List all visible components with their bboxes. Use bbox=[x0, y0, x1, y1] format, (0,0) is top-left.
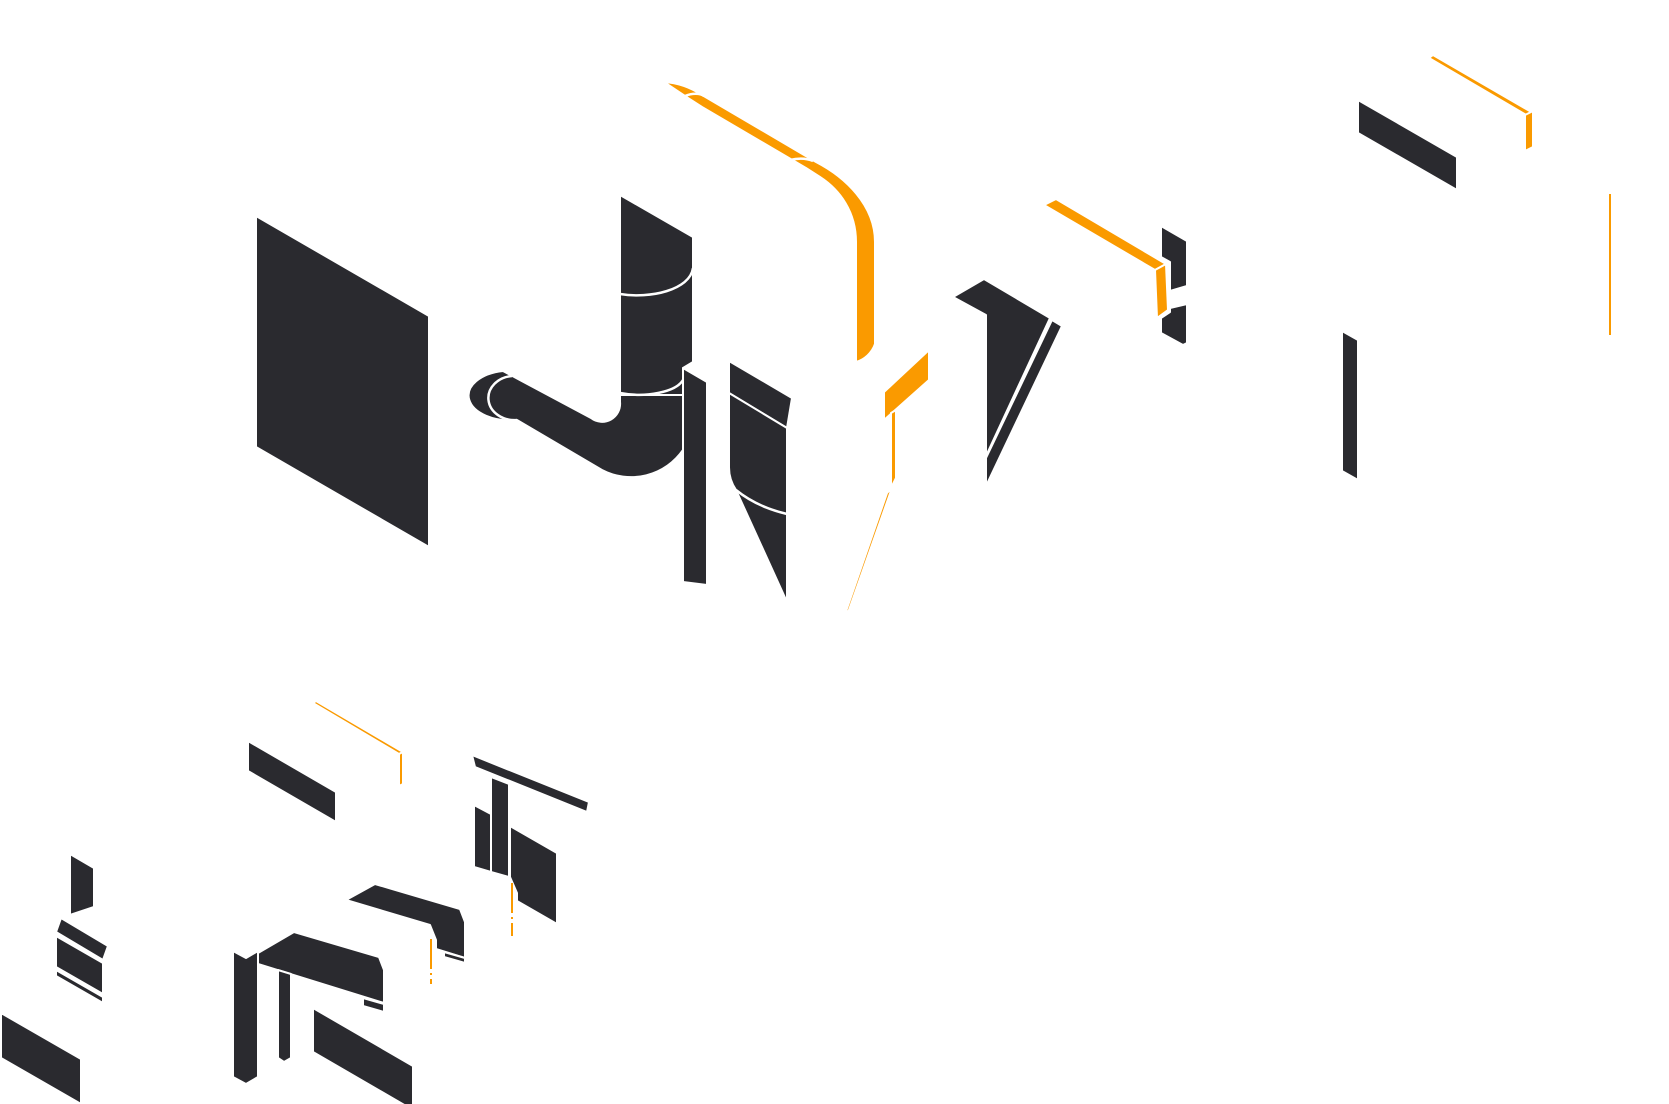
tilted-plank bbox=[1357, 99, 1458, 191]
j-pipe-seam-upper bbox=[619, 267, 695, 297]
bench-top-lower bbox=[257, 931, 385, 1004]
orange-diagonal-strip bbox=[843, 487, 893, 618]
tall-post bbox=[682, 367, 708, 586]
bench-leg-lower bbox=[362, 997, 385, 1013]
small-block-a bbox=[69, 853, 95, 916]
long-slanted-bar bbox=[471, 754, 590, 813]
bench-top-upper bbox=[345, 883, 466, 959]
orange-thin-slab-end bbox=[1524, 110, 1534, 152]
small-wedge-b bbox=[55, 917, 109, 961]
orange-small-slab-end bbox=[398, 751, 404, 787]
notched-post bbox=[1160, 225, 1188, 346]
orange-wedge-block bbox=[883, 349, 930, 421]
slanted-cylinder-seam bbox=[735, 489, 788, 516]
stacked-bar-b bbox=[490, 776, 510, 878]
stacked-bar-c bbox=[509, 825, 558, 925]
j-pipe-elbow bbox=[467, 370, 684, 479]
j-pipe-elbow-seam bbox=[487, 374, 518, 422]
narrow-post bbox=[277, 969, 292, 1063]
orange-pipe-curve bbox=[663, 81, 876, 363]
orange-vertical-strip bbox=[890, 409, 897, 489]
bottom-plank-a bbox=[247, 740, 337, 823]
angled-fin-right bbox=[985, 319, 1063, 487]
orange-slab bbox=[1043, 198, 1167, 271]
orange-pipe-seam-a bbox=[684, 92, 705, 98]
angled-fin-left bbox=[952, 278, 1051, 457]
small-block-c bbox=[55, 935, 104, 995]
l-post bbox=[232, 950, 259, 1085]
slanted-cylinder-body bbox=[727, 392, 788, 603]
bottom-plank-c bbox=[0, 1012, 82, 1104]
stacked-bar-a bbox=[473, 804, 492, 873]
bottom-plank-b bbox=[312, 1007, 414, 1104]
orange-thin-slab bbox=[1428, 54, 1534, 117]
thin-dark-post bbox=[1341, 330, 1359, 481]
bench-leg-upper bbox=[443, 951, 466, 964]
orange-small-slab bbox=[312, 700, 404, 755]
orange-pipe-seam-b bbox=[789, 157, 814, 163]
small-strip-d bbox=[55, 969, 104, 1004]
j-pipe-seam-lower bbox=[619, 379, 685, 397]
orange-slab-end bbox=[1154, 263, 1169, 319]
large-slanted-panel bbox=[255, 215, 430, 548]
